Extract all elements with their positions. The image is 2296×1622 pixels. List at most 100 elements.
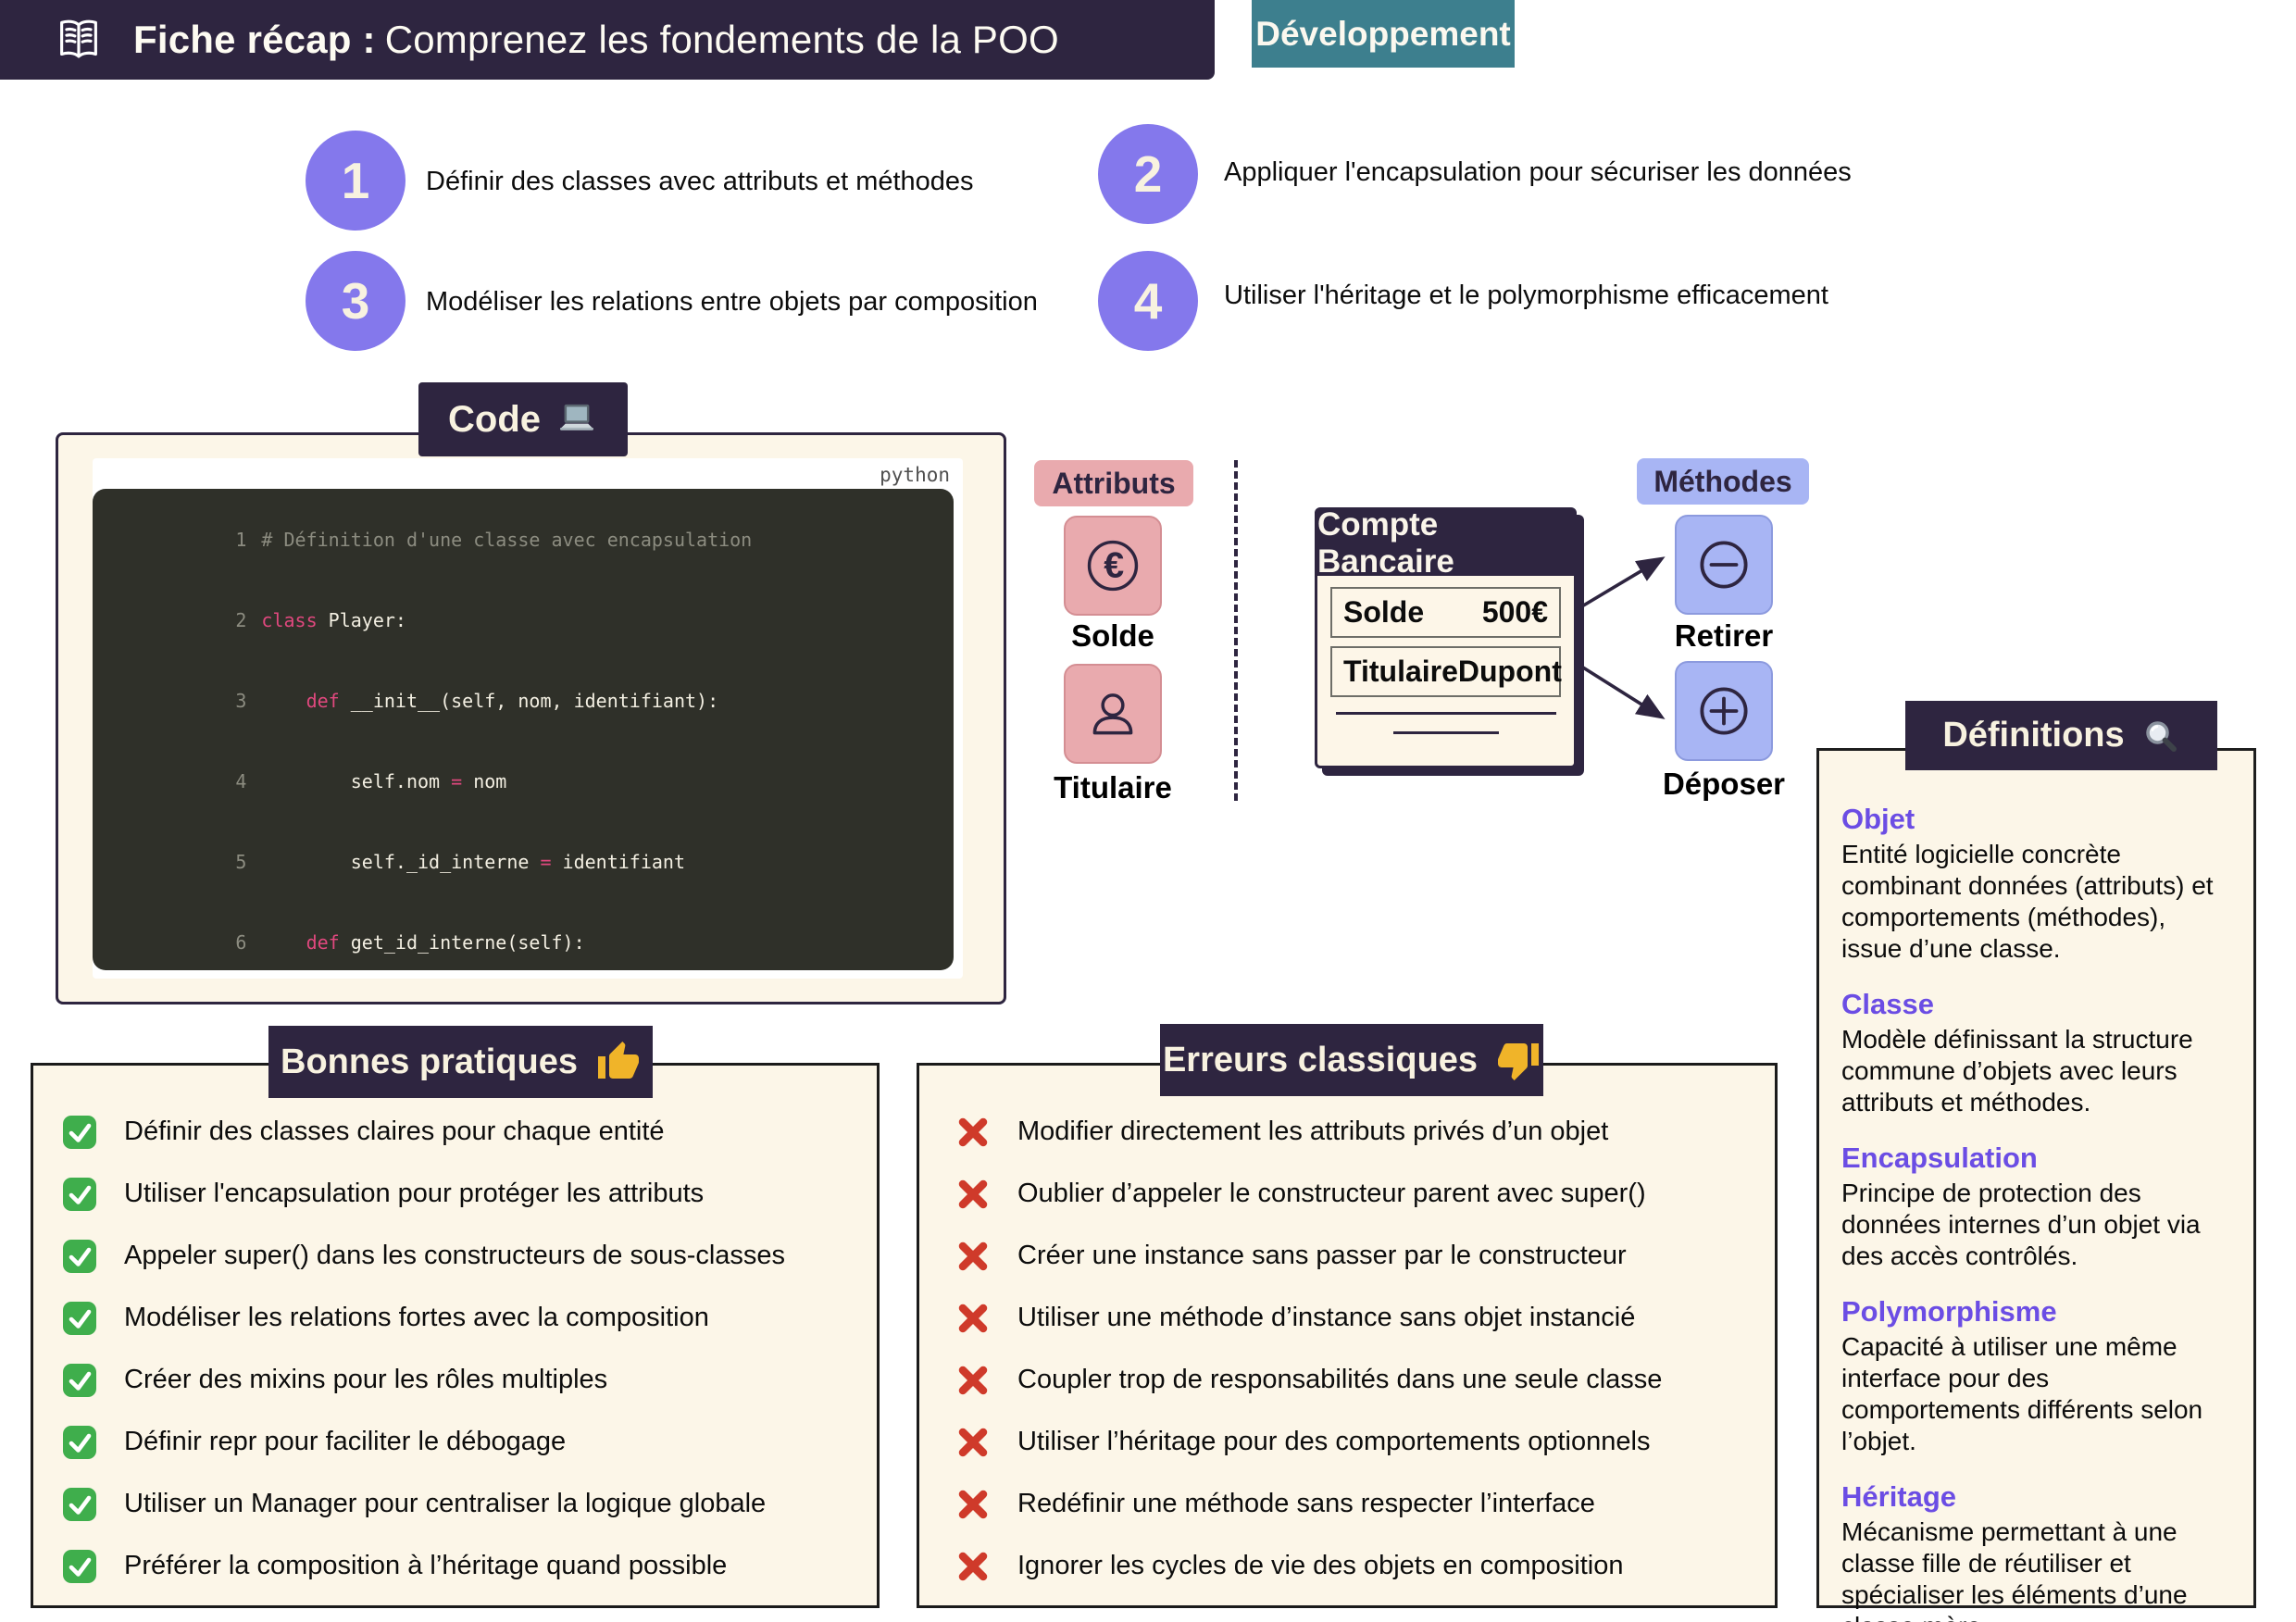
definition-entry: Classe Modèle définissant la structure c… [1841, 988, 2231, 1118]
bank-card-title: Compte Bancaire [1317, 506, 1574, 580]
minus-circle-icon [1700, 541, 1748, 589]
code-line: 3 def __init__(self, nom, identifiant): [93, 661, 954, 742]
laptop-icon [559, 404, 594, 430]
page-title-main: Comprenez les fondements de la POO [384, 18, 1059, 61]
mistake-item: Oublier d’appeler le constructeur parent… [955, 1163, 1775, 1225]
method-retirer-label: Retirer [1674, 618, 1774, 653]
line-number: 2 [235, 609, 247, 631]
method-deposer-box [1675, 661, 1773, 761]
good-practice-text: Définir repr pour faciliter le débogage [124, 1427, 567, 1456]
code-editor: python 1# Définition d'une classe avec e… [93, 458, 963, 979]
cross-icon [955, 1424, 992, 1461]
dashed-divider [1234, 460, 1238, 801]
bank-row-titulaire: Titulaire Dupont [1330, 646, 1562, 697]
mistake-item: Ignorer les cycles de vie des objets en … [955, 1535, 1775, 1597]
definition-text: Modèle définissant la structure commune … [1841, 1025, 2193, 1117]
check-icon [61, 1548, 98, 1585]
thumbs-down-icon [1498, 1043, 1540, 1080]
step-1-text: Définir des classes avec attributs et mé… [426, 167, 974, 196]
line-number: 5 [235, 851, 247, 873]
code-text: self._id_interne = identifiant [261, 851, 685, 873]
good-practice-item: Définir des classes claires pour chaque … [61, 1101, 877, 1163]
plus-circle-icon [1700, 687, 1748, 735]
definition-entry: Héritage Mécanisme permettant à une clas… [1841, 1480, 2231, 1622]
bank-card: Compte Bancaire Solde 500€ Titulaire Dup… [1315, 506, 1577, 768]
bank-empty-line [1335, 712, 1556, 715]
mistake-item: Utiliser l’héritage pour des comportemen… [955, 1411, 1775, 1473]
good-practices-badge: Bonnes pratiques [268, 1026, 653, 1098]
definitions-title: Définitions [1942, 716, 2125, 755]
good-practice-item: Utiliser l'encapsulation pour protéger l… [61, 1163, 877, 1225]
mistakes-badge: Erreurs classiques [1160, 1024, 1543, 1096]
svg-text:€: € [1104, 545, 1124, 586]
cross-icon [955, 1300, 992, 1337]
good-practice-item: Préférer la composition à l’héritage qua… [61, 1535, 877, 1597]
definition-term: Encapsulation [1841, 1142, 2038, 1174]
attribute-solde-box: € [1064, 516, 1162, 616]
thumbs-up-icon [597, 1042, 639, 1079]
bank-row-solde: Solde 500€ [1330, 587, 1561, 638]
cross-icon [955, 1238, 992, 1275]
cross-icon [955, 1486, 992, 1523]
good-practice-text: Utiliser un Manager pour centraliser la … [124, 1489, 767, 1518]
cross-icon [955, 1362, 992, 1399]
bank-row-value: 500€ [1481, 595, 1548, 629]
mistake-text: Ignorer les cycles de vie des objets en … [1017, 1551, 1624, 1580]
step-3-number: 3 [306, 251, 406, 351]
category-badge: Développement [1252, 0, 1515, 68]
definition-entry: Encapsulation Principe de protection des… [1841, 1142, 2231, 1272]
attribute-titulaire-label: Titulaire [1054, 770, 1172, 805]
step-2-text: Appliquer l'encapsulation pour sécuriser… [1224, 157, 1852, 187]
good-practices-title: Bonnes pratiques [281, 1042, 578, 1081]
check-icon [61, 1114, 98, 1151]
mistake-item: Créer une instance sans passer par le co… [955, 1225, 1775, 1287]
code-text: class Player: [261, 609, 406, 631]
mistake-text: Utiliser l’héritage pour des comportemen… [1017, 1427, 1651, 1456]
good-practice-text: Définir des classes claires pour chaque … [124, 1117, 665, 1146]
mistakes-panel: Modifier directement les attributs privé… [917, 1063, 1778, 1608]
attribute-solde-label: Solde [1071, 618, 1154, 653]
check-icon [61, 1300, 98, 1337]
definition-text: Entité logicielle concrète combinant don… [1841, 840, 2214, 963]
mistake-text: Coupler trop de responsabilités dans une… [1017, 1365, 1663, 1394]
bank-row-value: Dupont [1457, 655, 1562, 688]
page-title-prefix: Fiche récap : [133, 18, 376, 61]
page-title: Fiche récap :Comprenez les fondements de… [133, 18, 1059, 62]
good-practice-item: Modéliser les relations fortes avec la c… [61, 1287, 877, 1349]
check-icon [61, 1424, 98, 1461]
good-practice-item: Créer des mixins pour les rôles multiple… [61, 1349, 877, 1411]
header-bar: Fiche récap :Comprenez les fondements de… [0, 0, 1215, 80]
definition-term: Classe [1841, 988, 1934, 1020]
code-text: # Définition d'une classe avec encapsula… [261, 529, 753, 551]
method-retirer-box [1675, 515, 1773, 615]
step-2-number: 2 [1098, 124, 1198, 224]
methods-badge: Méthodes [1637, 458, 1809, 505]
definition-text: Capacité à utiliser une même interface p… [1841, 1332, 2203, 1455]
mistake-text: Oublier d’appeler le constructeur parent… [1017, 1179, 1646, 1208]
code-language-label: python [880, 464, 950, 486]
good-practice-item: Utiliser un Manager pour centraliser la … [61, 1473, 877, 1535]
code-line: 5 self._id_interne = identifiant [93, 822, 954, 903]
step-4-number: 4 [1098, 251, 1198, 351]
mistakes-title: Erreurs classiques [1162, 1040, 1479, 1079]
code-line: 2 class Player: [93, 580, 954, 661]
bank-row-label: Solde [1343, 595, 1425, 629]
code-section-label: Code [448, 398, 541, 440]
code-line: 4 self.nom = nom [93, 742, 954, 822]
check-icon [61, 1176, 98, 1213]
line-number: 4 [235, 770, 247, 792]
mistake-item: Redéfinir une méthode sans respecter l’i… [955, 1473, 1775, 1535]
step-4-text: Utiliser l'héritage et le polymorphisme … [1224, 281, 1828, 310]
good-practice-text: Modéliser les relations fortes avec la c… [124, 1303, 709, 1332]
bank-row-label: Titulaire [1343, 655, 1458, 688]
person-icon [1092, 693, 1133, 735]
bank-card-rows: Solde 500€ Titulaire Dupont [1317, 576, 1574, 697]
euro-icon: € [1087, 540, 1139, 592]
code-text: def get_id_interne(self): [306, 931, 585, 954]
bank-empty-line [1392, 731, 1499, 734]
mistake-item: Coupler trop de responsabilités dans une… [955, 1349, 1775, 1411]
definition-entry: Objet Entité logicielle concrète combina… [1841, 803, 2231, 965]
code-line: 1# Définition d'une classe avec encapsul… [93, 500, 954, 580]
mistake-text: Créer une instance sans passer par le co… [1017, 1241, 1627, 1270]
